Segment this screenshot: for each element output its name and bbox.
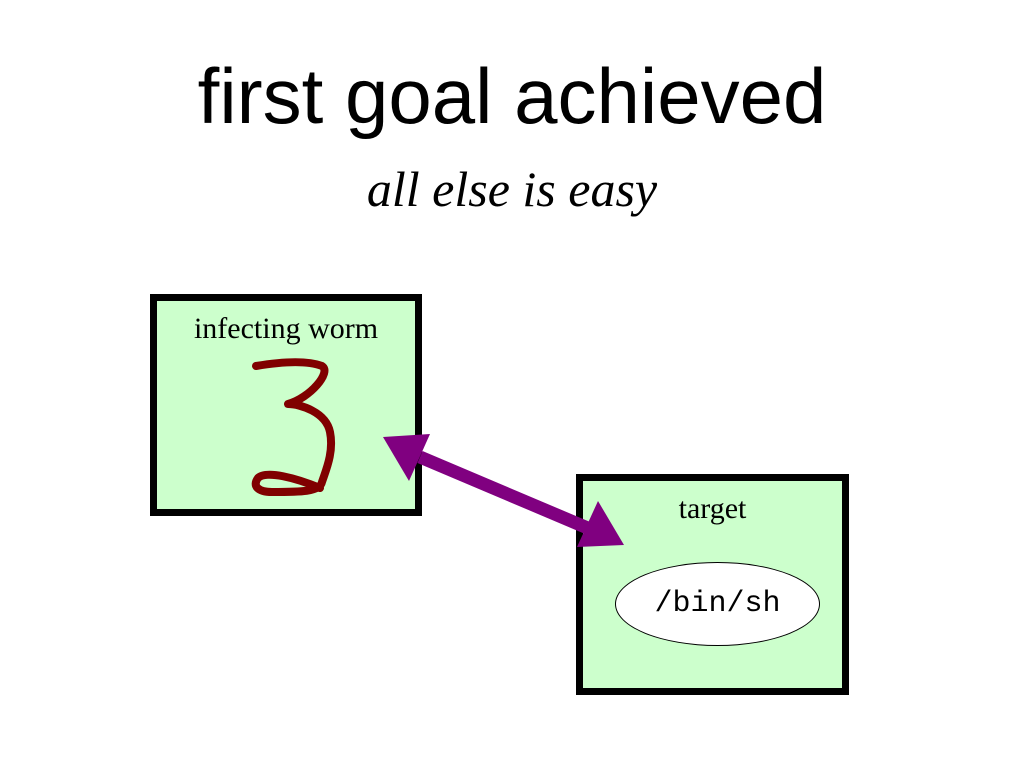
- slide-title: first goal achieved: [197, 52, 827, 140]
- target-box: target /bin/sh: [576, 474, 849, 695]
- arrow-shaft: [417, 451, 593, 535]
- slide-subtitle: all else is easy: [366, 161, 658, 217]
- bin-sh-label: /bin/sh: [654, 587, 781, 621]
- target-label: target: [678, 492, 747, 525]
- infecting-worm-box: infecting worm: [150, 294, 422, 516]
- bin-sh-ellipse: /bin/sh: [615, 562, 820, 646]
- infecting-worm-label: infecting worm: [193, 312, 379, 345]
